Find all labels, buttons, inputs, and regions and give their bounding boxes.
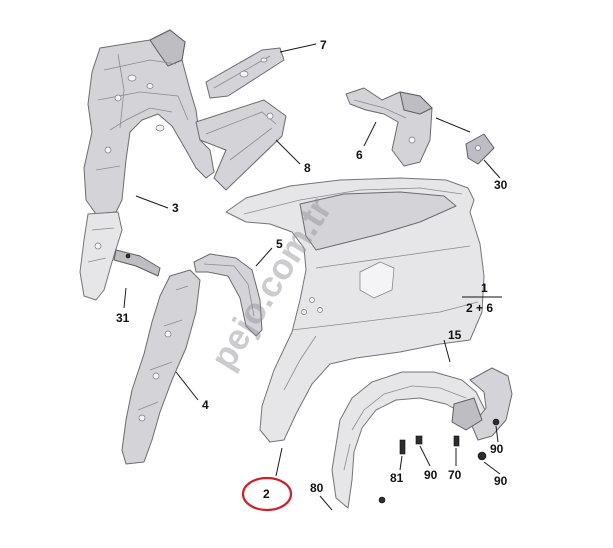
fastener-70 (453, 435, 460, 447)
callout-80: 80 (310, 481, 324, 495)
callout-8: 8 (304, 161, 311, 175)
callout-90-c: 90 (494, 474, 508, 488)
highlight-circle-part-2 (241, 476, 293, 512)
part-30-small-bracket (465, 133, 495, 165)
callout-30: 30 (494, 178, 508, 192)
callout-2: 2 (263, 487, 270, 501)
fastener-81 (399, 439, 406, 455)
callout-labels: 7 6 30 3 8 5 31 4 15 2 81 90 70 90 90 80 (116, 38, 508, 501)
part-5-arch-inner-piece (193, 253, 263, 337)
callout-81: 81 (390, 471, 404, 485)
part-4-lower-pillar (121, 269, 201, 465)
part-31-small-bracket (113, 249, 161, 277)
part-15-wheel-arch-liner (331, 367, 513, 509)
fastener-90-b (477, 451, 487, 461)
callout-15: 15 (448, 328, 462, 342)
callout-70: 70 (448, 468, 462, 482)
fastener-80 (378, 496, 386, 504)
part-3-inner-arch-structure (79, 29, 215, 301)
callout-5: 5 (276, 237, 283, 251)
part-7-upper-bracket (205, 47, 285, 99)
fastener-90-c (492, 418, 500, 426)
part-8-inner-strip (195, 99, 287, 191)
part-6-gusset-bracket (345, 87, 433, 167)
part-2-rear-quarter-panel (225, 177, 485, 443)
callout-90-b: 90 (490, 442, 504, 456)
reference-fraction: 1 2 + 6 (462, 281, 502, 315)
callout-7: 7 (320, 38, 327, 52)
callout-3: 3 (172, 201, 179, 215)
fraction-numerator: 1 (481, 281, 488, 295)
fraction-denominator: 2 + 6 (466, 301, 493, 315)
callout-4: 4 (202, 398, 209, 412)
callout-90-a: 90 (424, 468, 438, 482)
leader-lines (123, 43, 501, 511)
callout-6: 6 (356, 148, 363, 162)
callout-31: 31 (116, 311, 130, 325)
fasteners-group (378, 418, 500, 504)
fastener-90-a (415, 435, 423, 445)
